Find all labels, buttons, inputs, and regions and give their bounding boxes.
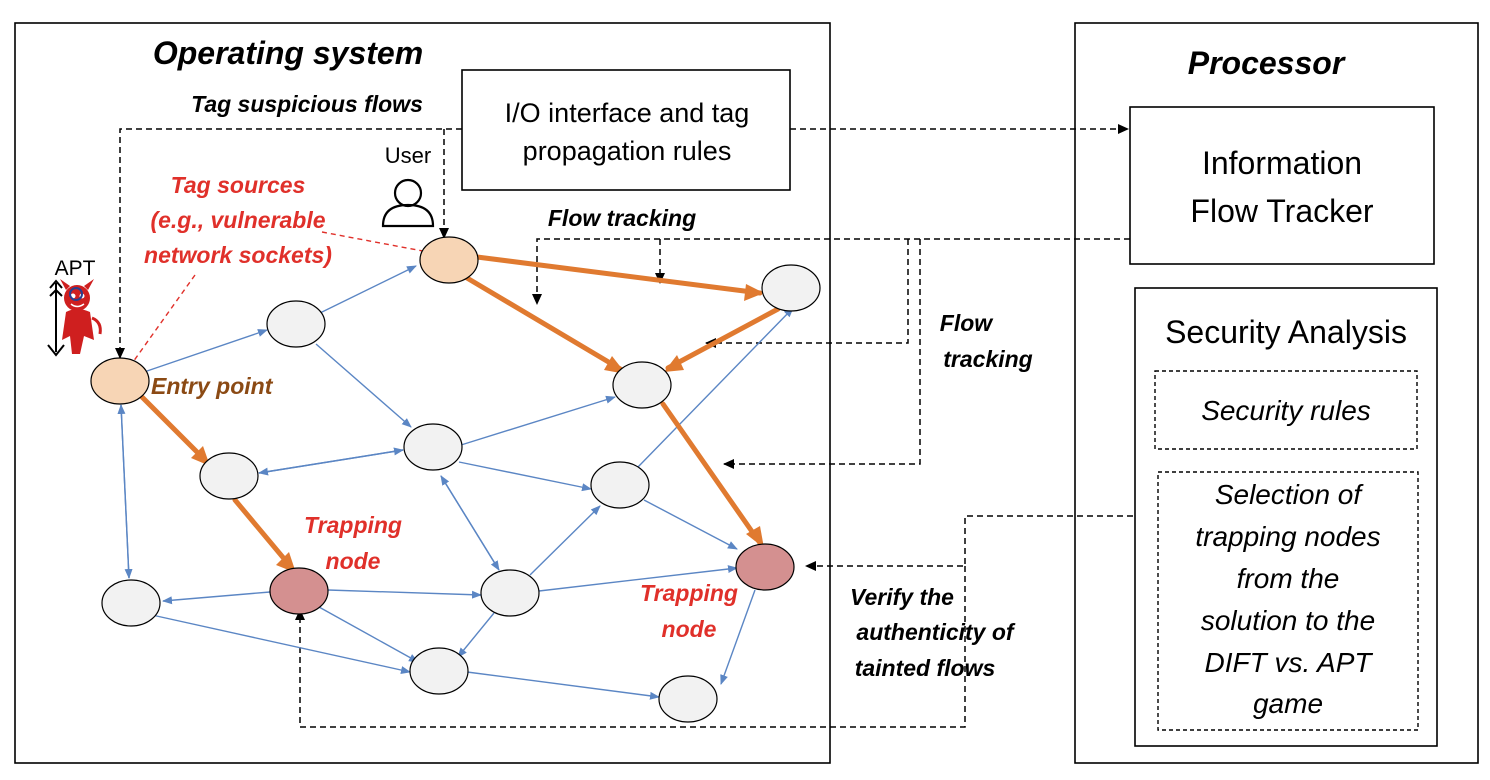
taint-left-trap1: [232, 497, 294, 570]
edge-right-top: [637, 307, 794, 468]
os-title: Operating system: [153, 35, 423, 71]
edge-farleft-entry: [117, 404, 130, 579]
taint-head-top: [744, 284, 764, 301]
node-right: [590, 461, 650, 509]
edge-trap2-last: [720, 589, 756, 685]
edge-left-center: [258, 447, 404, 474]
node-top-right: [761, 264, 821, 312]
node-center: [403, 423, 463, 471]
trapping-node-2-line-1: Trapping: [640, 580, 738, 606]
selection-line-3: from the: [1237, 563, 1340, 594]
taint-user-mid: [464, 275, 625, 373]
node-trap-1: [269, 567, 329, 615]
edge-n1-user: [319, 265, 417, 314]
verify-arrow: [805, 515, 1133, 571]
flow-tracking-side-arrow-2: [723, 239, 921, 469]
edge-center-mid: [460, 395, 616, 446]
node-lower: [409, 647, 469, 695]
tag-source-pointer-2: [132, 274, 196, 363]
edge-trap1-farleft: [162, 591, 271, 605]
node-far-left: [101, 579, 161, 627]
apt-label: APT: [55, 257, 96, 280]
node-user-entry: [419, 236, 479, 284]
edge-trap1-bottom: [327, 589, 482, 599]
edge-bottom-lower: [457, 612, 495, 658]
trapping-node-1-line-2: node: [326, 548, 381, 574]
taint-top-mid: [665, 306, 781, 371]
flow-tracking-side-arrow: [705, 239, 909, 348]
edge-center-right: [458, 461, 592, 492]
edge-bottom-center: [440, 475, 500, 571]
flow-tracking-top-label: Flow tracking: [548, 205, 696, 231]
taint-entry-left: [139, 394, 208, 463]
entry-point-label: Entry point: [151, 373, 274, 399]
security-rules-label: Security rules: [1201, 395, 1371, 426]
processor-box: [1074, 22, 1479, 764]
edge-right-trap2: [643, 499, 738, 550]
tag-sources-line-3: network sockets): [144, 242, 332, 268]
security-analysis-title: Security Analysis: [1165, 314, 1407, 350]
taint-head-trap2: [746, 526, 764, 548]
selection-line-2: trapping nodes: [1195, 521, 1380, 552]
user-icon: [381, 178, 435, 228]
selection-line-6: game: [1253, 688, 1323, 719]
taint-head-topmid: [664, 355, 684, 372]
selection-line-1: Selection of: [1215, 479, 1365, 510]
selection-line-5: DIFT vs. APT: [1205, 647, 1374, 678]
tag-source-pointer-1: [321, 231, 429, 253]
edge-bottom-right: [529, 505, 601, 576]
io-box-line-1: I/O interface and tag: [505, 98, 750, 128]
edge-entry-n1: [146, 329, 268, 372]
flow-tracking-top-arrow: [532, 238, 1130, 305]
verify-line-2: authenticity of: [856, 619, 1016, 645]
user-label: User: [385, 143, 431, 168]
node-trap-2: [735, 543, 795, 591]
flow-tracking-side-line-2: tracking: [943, 346, 1032, 372]
io-box-line-2: propagation rules: [523, 136, 732, 166]
edge-lower-last: [466, 671, 660, 700]
apt-devil-icon: [47, 279, 102, 357]
io-interface-box: [461, 69, 791, 191]
tag-sources-line-2: (e.g., vulnerable: [150, 207, 325, 233]
node-entry-point: [90, 357, 150, 405]
flow-tracking-side-line-1: Flow: [940, 310, 994, 336]
edge-trap1-lower: [318, 606, 419, 663]
taint-mid-trap2: [660, 401, 763, 546]
verify-line-1: Verify the: [850, 584, 954, 610]
security-analysis-box: [1134, 287, 1438, 747]
verify-arrow-2: [295, 566, 966, 728]
edge-bottom-trap2: [538, 565, 738, 592]
edge-farleft-lower: [151, 614, 411, 674]
os-box: [14, 22, 831, 764]
node-left: [199, 452, 259, 500]
taint-head-left: [191, 446, 210, 466]
node-bottom: [480, 569, 540, 617]
ift-box: [1129, 106, 1435, 265]
tag-suspicious-arrow: [115, 128, 462, 359]
node-n1: [266, 300, 326, 348]
trapping-node-1-line-1: Trapping: [304, 512, 402, 538]
ift-line-1: Information: [1202, 145, 1362, 181]
selection-box: [1157, 471, 1419, 731]
selection-line-4: solution to the: [1201, 605, 1375, 636]
taint-head-trap1: [276, 552, 296, 573]
node-mid: [612, 361, 672, 409]
tag-sources-line-1: Tag sources: [171, 172, 306, 198]
trapping-node-2-line-2: node: [662, 616, 717, 642]
node-last: [658, 675, 718, 723]
taint-user-top: [474, 254, 763, 296]
tag-suspicious-label: Tag suspicious flows: [191, 91, 423, 117]
ift-line-2: Flow Tracker: [1190, 193, 1373, 229]
verify-line-3: tainted flows: [855, 655, 996, 681]
processor-title: Processor: [1188, 45, 1346, 81]
edge-n1-center: [315, 343, 412, 428]
security-rules-box: [1154, 370, 1418, 450]
